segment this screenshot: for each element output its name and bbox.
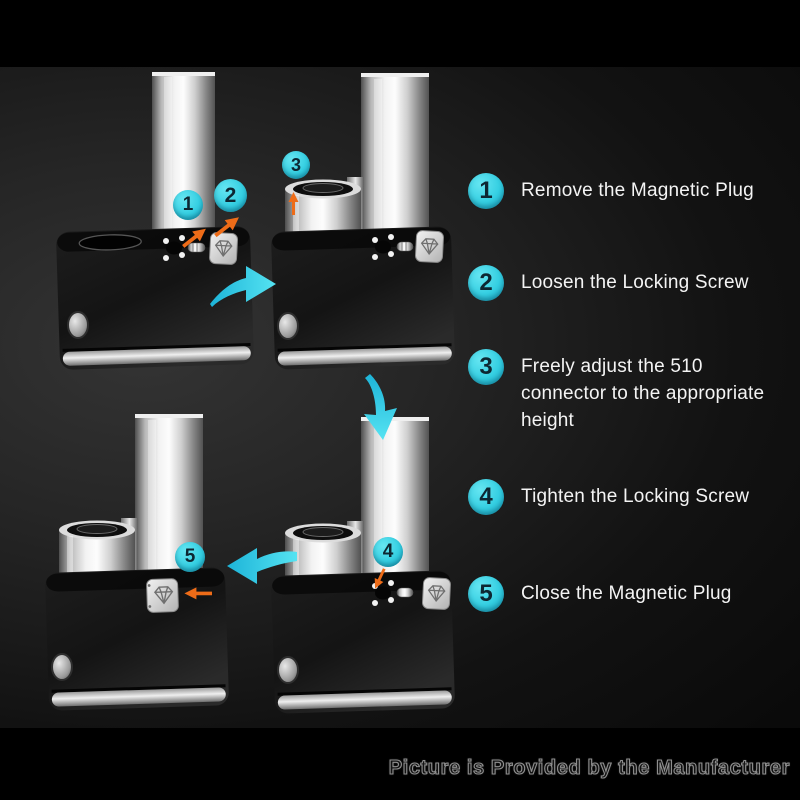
locking-screw [396, 587, 414, 598]
fire-button [67, 311, 89, 339]
step-item-5: 5 Close the Magnetic Plug [468, 576, 780, 612]
arrow-left-icon [227, 548, 297, 584]
step-number-badge: 3 [468, 349, 504, 385]
step-text: Freely adjust the 510 connector to the a… [521, 356, 765, 431]
step-number-badge: 5 [468, 576, 504, 612]
atomizer-opening [78, 234, 142, 251]
magnetic-plug-closed [146, 578, 179, 613]
step-text: Remove the Magnetic Plug [521, 180, 754, 201]
device-step-badge-2: 2 [214, 179, 247, 212]
arrow-right-icon [210, 266, 276, 307]
device-illustration-step1-2 [56, 72, 254, 370]
step-number-badge: 4 [468, 479, 504, 515]
locking-screw [187, 242, 206, 253]
step-item-1: 1 Remove the Magnetic Plug [468, 173, 780, 209]
step-item-3: 3 Freely adjust the 510 connector to the… [468, 349, 780, 434]
device-body [269, 416, 457, 715]
connector-screws [372, 580, 394, 606]
magnetic-plug-open [414, 230, 444, 263]
connector-screws [372, 234, 394, 260]
device-step-badge-1: 1 [173, 190, 203, 220]
device-illustration-step4 [269, 416, 457, 715]
device-diagram [43, 72, 457, 715]
arrow-curved-down-icon [364, 374, 397, 440]
device-step-badge-5: 5 [175, 542, 205, 572]
step-number-badge: 2 [468, 265, 504, 301]
watermark-text: Picture is Provided by the Manufacturer [388, 756, 790, 779]
step-item-2: 2 Loosen the Locking Screw [468, 265, 780, 301]
magnetic-plug-open [209, 232, 239, 265]
device-body [269, 72, 457, 371]
device-step-badge-3: 3 [282, 151, 310, 179]
connector-screws [163, 235, 185, 261]
step-text: Tighten the Locking Screw [521, 486, 750, 507]
photo-background: 1 2 3 4 5 1 Remove the Magnetic Plug 2 L… [0, 67, 800, 728]
step-text: Loosen the Locking Screw [521, 272, 749, 293]
magnetic-plug-open [421, 577, 451, 610]
step-number-badge: 1 [468, 173, 504, 209]
device-step-badge-4: 4 [373, 537, 403, 567]
device-illustration-step5 [43, 413, 231, 712]
step-text: Close the Magnetic Plug [521, 583, 732, 604]
device-illustration-step3 [269, 72, 457, 371]
step-item-4: 4 Tighten the Locking Screw [468, 479, 780, 515]
locking-screw [396, 241, 414, 252]
